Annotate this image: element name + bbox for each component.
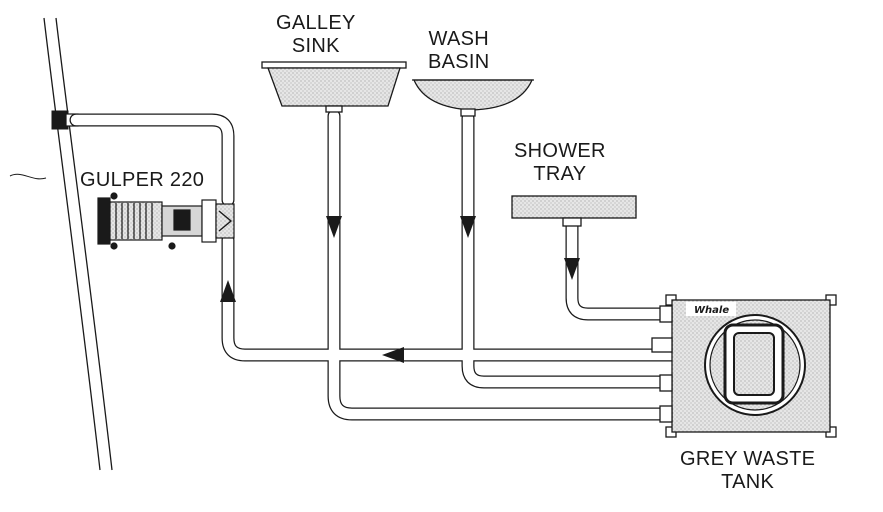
flow-arrow-shower-tray (564, 258, 580, 280)
shower-tray-label-line-2: TRAY (533, 163, 587, 185)
grey-waste-tank-label: GREY WASTE TANK (680, 448, 815, 494)
wash-basin-label-line-1: WASH (428, 28, 489, 50)
flow-arrow-wash-basin (460, 216, 476, 238)
galley-sink-label: GALLEY SINK (276, 12, 356, 58)
shower-tray-label-line-1: SHOWER (514, 140, 606, 162)
wash-basin-label: WASH BASIN (428, 28, 490, 74)
flow-arrow-galley-sink (326, 216, 342, 238)
grey-waste-tank: Whale (651, 294, 837, 438)
pipe-network (69, 109, 679, 421)
hull-outline (9, 17, 113, 471)
grey-waste-tank-label-line-1: GREY WASTE (680, 448, 816, 470)
tank-brand-logo: Whale (694, 305, 729, 316)
pump-label: GULPER 220 (80, 169, 205, 191)
flow-arrow-to-pump (220, 280, 236, 302)
wash-basin-label-line-2: BASIN (428, 51, 490, 73)
galley-sink-label-line-2: SINK (291, 35, 340, 57)
wash-basin (412, 79, 534, 117)
galley-sink (261, 61, 407, 113)
shower-tray (511, 195, 637, 227)
flow-arrow-from-tank (382, 347, 404, 363)
grey-waste-tank-label-line-2: TANK (721, 471, 775, 493)
shower-tray-label: SHOWER TRAY (514, 140, 606, 186)
galley-sink-label-line-1: GALLEY (276, 12, 356, 34)
flow-arrows (220, 216, 580, 363)
gulper-pump (97, 192, 235, 250)
